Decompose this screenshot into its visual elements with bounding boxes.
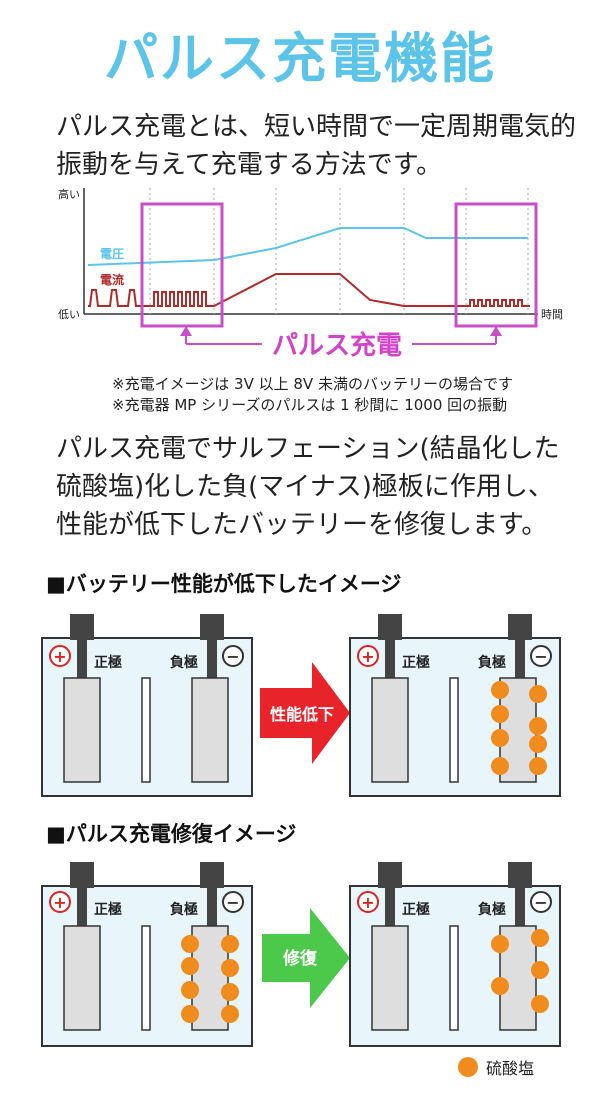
- intro-line-2: 振動を与えて充電する方法です。: [56, 150, 443, 180]
- sulfation-line-3: 性能が低下したバッテリーを修復します。: [56, 510, 548, 540]
- svg-text:−: −: [534, 647, 547, 666]
- section-2-title: ■パルス充電修復イメージ: [46, 822, 297, 846]
- footnotes: ※充電イメージは 3V 以上 8V 未満のバッテリーの場合です ※充電器 MP …: [112, 374, 513, 416]
- positive-terminal: [70, 862, 94, 888]
- positive-label: 正極: [94, 654, 122, 671]
- separator: [141, 677, 151, 783]
- negative-label: 負極: [170, 901, 198, 918]
- plus-icon: [49, 645, 71, 667]
- negative-label: 負極: [478, 901, 506, 918]
- minus-icon: [530, 891, 552, 913]
- positive-plate: [371, 677, 409, 783]
- arrow-shape: [260, 662, 350, 764]
- negative-label: 負極: [478, 654, 506, 671]
- separator: [449, 677, 459, 783]
- footnote-1: ※充電イメージは 3V 以上 8V 未満のバッテリーの場合です: [112, 375, 513, 393]
- intro-text: パルス充電とは、短い時間で一定周期電気的 振動を与えて充電する方法です。: [56, 108, 576, 184]
- negative-terminal: [200, 614, 224, 640]
- pulse-highlight-box-2: [454, 202, 538, 328]
- sulfation-text: パルス充電でサルフェーション(結晶化した 硫酸塩)化した負(マイナス)極板に作用…: [56, 430, 560, 544]
- current-line: [88, 273, 530, 307]
- sulfate-crystals: [491, 681, 547, 775]
- minus-icon: [530, 645, 552, 667]
- degradation-arrow-label: 性能低下: [270, 705, 334, 724]
- plus-icon: [49, 891, 71, 913]
- footnote-2: ※充電器 MP シリーズのパルスは 1 秒間に 1000 回の振動: [112, 396, 508, 414]
- positive-terminal: [378, 614, 402, 640]
- charging-graph: 高い 低い 時間 電圧 電流 パルス充電: [58, 187, 563, 361]
- svg-text:−: −: [534, 893, 547, 912]
- svg-text:+: +: [361, 893, 374, 912]
- voltage-label: 電圧: [100, 247, 124, 261]
- minus-icon: [222, 891, 244, 913]
- pulse-highlight-box-1: [140, 202, 224, 328]
- positive-plate: [63, 677, 101, 783]
- separator: [449, 925, 459, 1031]
- voltage-line: [87, 227, 528, 266]
- positive-label: 正極: [402, 654, 430, 671]
- time-gridlines: [149, 188, 529, 314]
- battery-after-repair: + − 正極 負極: [349, 862, 561, 1047]
- sulfate-crystals: [181, 935, 239, 1023]
- positive-terminal: [70, 614, 94, 640]
- negative-terminal: [508, 614, 532, 640]
- plus-icon: [357, 645, 379, 667]
- y-high-label: 高い: [58, 187, 80, 201]
- positive-label: 正極: [94, 901, 122, 918]
- page-title: パルス充電機能: [104, 27, 496, 90]
- battery-before-repair: + − 正極 負極: [41, 862, 253, 1047]
- negative-label: 負極: [170, 654, 198, 671]
- svg-text:−: −: [226, 893, 239, 912]
- negative-terminal: [508, 862, 532, 888]
- positive-plate: [371, 925, 409, 1031]
- svg-text:−: −: [226, 647, 239, 666]
- y-low-label: 低い: [58, 308, 80, 321]
- sulfate-legend-icon: [458, 1057, 478, 1077]
- positive-plate: [63, 925, 101, 1031]
- repair-arrow-label: 修復: [282, 948, 318, 969]
- svg-text:+: +: [53, 647, 66, 666]
- pulse-charge-label: パルス充電: [272, 330, 402, 361]
- sulfation-line-2: 硫酸塩)化した負(マイナス)極板に作用し、: [56, 472, 554, 502]
- sulfate-crystals: [491, 929, 549, 1013]
- arrow-shape: [262, 908, 350, 1008]
- repair-arrow: 修復: [262, 908, 350, 1008]
- legend: 硫酸塩: [458, 1055, 534, 1079]
- positive-label: 正極: [402, 901, 430, 918]
- svg-text:+: +: [361, 647, 374, 666]
- current-label: 電流: [100, 272, 124, 287]
- section-1-title: ■バッテリー性能が低下したイメージ: [46, 572, 402, 596]
- plus-icon: [357, 891, 379, 913]
- negative-terminal: [200, 862, 224, 888]
- battery-after-degradation: + − 正極 負極: [349, 614, 561, 797]
- minus-icon: [222, 645, 244, 667]
- separator: [141, 925, 151, 1031]
- legend-label: 硫酸塩: [486, 1059, 535, 1078]
- sulfation-line-1: パルス充電でサルフェーション(結晶化した: [56, 434, 560, 464]
- svg-text:+: +: [53, 893, 66, 912]
- x-axis-label: 時間: [541, 308, 563, 321]
- positive-terminal: [378, 862, 402, 888]
- negative-plate: [191, 677, 229, 783]
- degradation-arrow: 性能低下: [260, 662, 350, 764]
- battery-before-degradation: + − 正極 負極: [41, 614, 253, 797]
- intro-line-1: パルス充電とは、短い時間で一定周期電気的: [56, 112, 577, 142]
